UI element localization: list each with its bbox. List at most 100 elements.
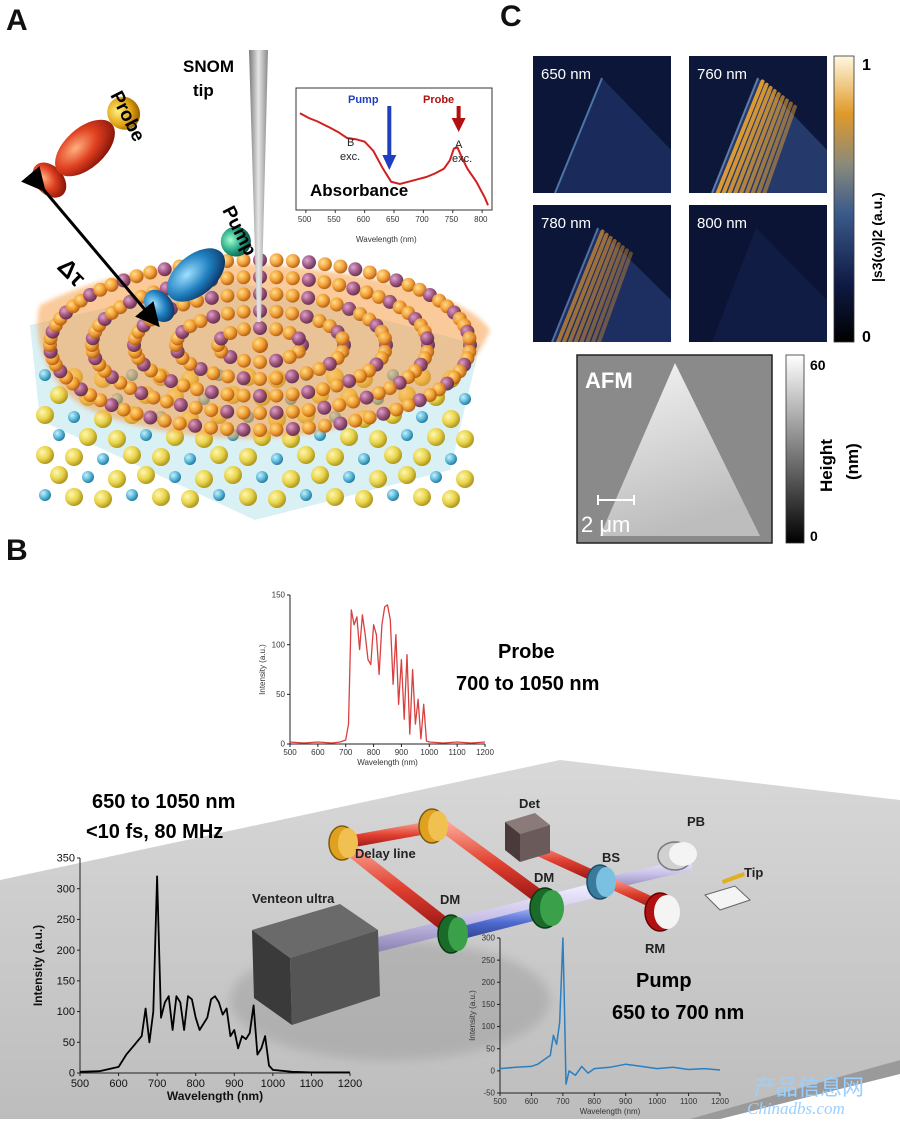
ring-atom (359, 390, 374, 405)
substrate-atom (140, 429, 152, 441)
ring-atom (220, 404, 235, 419)
ring-atom (236, 253, 251, 268)
absorbance-title: Absorbance (310, 181, 408, 200)
plasmon-fringe (715, 79, 765, 193)
b-exc-line1: B (347, 137, 354, 149)
substrate-atom (39, 369, 51, 381)
ytick-label: -50 (483, 1089, 495, 1098)
inset-probe-arrowhead (451, 118, 466, 132)
xtick-label: 800 (367, 748, 381, 757)
snom-label-line1: SNOM (183, 57, 234, 76)
substrate-atom (36, 446, 54, 464)
ring-atom (269, 287, 284, 302)
plasmon-fringe (573, 238, 617, 342)
ring-atom (302, 420, 316, 435)
substrate-atom (108, 430, 126, 448)
substrate-atom (68, 411, 80, 423)
ring-atom (183, 319, 198, 334)
ring-atom (285, 288, 300, 303)
ring-atom (253, 423, 267, 437)
ring-atom (348, 413, 363, 428)
ring-atom (329, 378, 344, 393)
substrate-atom (326, 448, 344, 466)
tip-label: Tip (744, 865, 763, 880)
ring-atom (269, 304, 284, 319)
ring-atom (301, 290, 316, 305)
xtick-label: 700 (148, 1078, 166, 1090)
ring-atom (204, 403, 219, 418)
snom-tip (249, 50, 268, 322)
ring-atom (104, 277, 119, 292)
ring-atom (193, 362, 208, 376)
ring-atom (299, 366, 314, 381)
ring-atom (220, 288, 235, 303)
plasmon-fringe (555, 229, 605, 342)
probe-range: 700 to 1050 nm (456, 673, 599, 695)
spectrum-line (289, 604, 486, 744)
map-780-label: 780 nm (541, 215, 591, 232)
ring-atom (253, 355, 267, 369)
delay-line-label: Delay line (355, 846, 416, 861)
delay-mirror-1 (328, 825, 358, 861)
chart-ylabel: Intensity (a.u.) (468, 990, 477, 1041)
ring-atom (193, 314, 208, 328)
red-beam-top (336, 820, 438, 850)
delay-mirror-2 (418, 808, 448, 844)
substrate-atom (210, 446, 228, 464)
scale-bar-label: 2 μm (581, 512, 630, 537)
substrate-atom (413, 448, 431, 466)
watermark-line2: Chinadbs.com (747, 1099, 845, 1118)
xtick-label: 900 (225, 1078, 243, 1090)
ring-atom (206, 309, 221, 324)
ring-atom (172, 416, 187, 431)
substrate-atom (213, 489, 225, 501)
xtick-label: 1000 (420, 748, 438, 757)
map-780: 780 nm (533, 205, 671, 342)
watermark-line1: 产品信息网 (754, 1075, 864, 1100)
a-exc-line1: A (455, 139, 463, 151)
ring-atom (285, 387, 300, 402)
ring-atom (157, 262, 172, 277)
ring-atom (143, 410, 158, 425)
ring-atom (163, 374, 178, 389)
ring-atom (285, 271, 300, 286)
absorbance-xtick-label: 750 (445, 215, 459, 224)
ring-atom (316, 382, 330, 397)
ring-atom (236, 287, 251, 302)
plasmon-fringe (721, 82, 769, 193)
height-bottom: 0 (810, 528, 818, 544)
ring-atom (333, 416, 348, 431)
ring-atom (236, 371, 251, 386)
ring-atom (236, 405, 251, 420)
det-label: Det (519, 796, 541, 811)
delay-arrow (21, 166, 160, 328)
substrate-atom (195, 470, 213, 488)
ring-atom (236, 304, 251, 319)
substrate-atom (123, 446, 141, 464)
ring-atom (129, 406, 144, 421)
substrate-atom (326, 488, 344, 506)
ring-atom (342, 374, 357, 389)
plasmon-fringe (585, 245, 625, 342)
ring-atom (157, 413, 172, 428)
substrate-atom (271, 453, 283, 465)
ring-atom (252, 337, 268, 353)
map-650-label: 650 nm (541, 66, 591, 83)
substrate-atom (39, 489, 51, 501)
substrate-atom (79, 428, 97, 446)
ytick-label: 50 (276, 690, 285, 699)
ring-atom (236, 270, 251, 285)
substrate-atom (36, 406, 54, 424)
xtick-label: 500 (71, 1078, 89, 1090)
ring-atom (362, 410, 377, 425)
inset-probe-label: Probe (423, 94, 454, 106)
xtick-label: 1200 (476, 748, 494, 757)
ring-atom (299, 309, 314, 324)
ring-atom (146, 390, 161, 405)
ring-atom (371, 289, 386, 304)
